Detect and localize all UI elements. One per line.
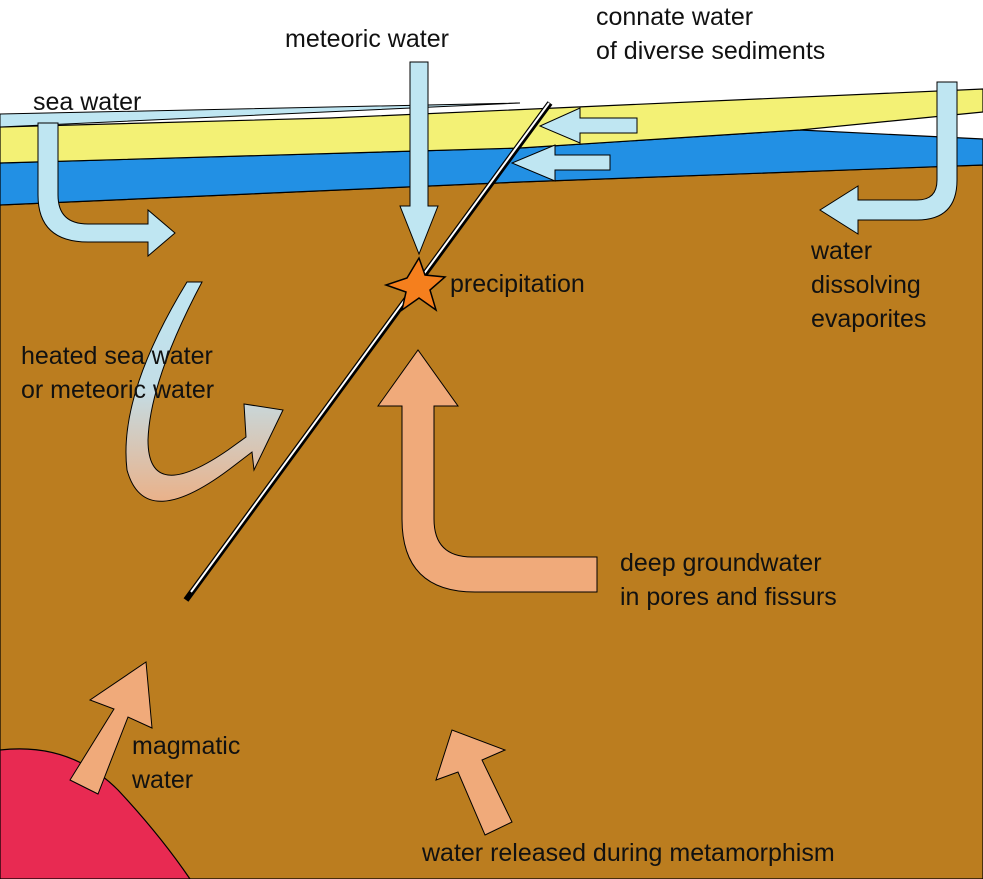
sediment-layer bbox=[0, 88, 983, 164]
label-precipitation: precipitation bbox=[450, 270, 585, 298]
magmatic-water-arrow-icon bbox=[69, 661, 153, 795]
connate-water-arrow-lower-icon bbox=[510, 144, 611, 182]
label-sea-water: sea water bbox=[33, 88, 142, 116]
magma-body bbox=[0, 748, 191, 879]
deep-groundwater-arrow-icon bbox=[377, 349, 598, 593]
meteoric-water-arrow-icon bbox=[399, 61, 439, 256]
precipitation-star-icon bbox=[383, 256, 447, 312]
sea-layer bbox=[0, 102, 521, 128]
sea-water-arrow-icon bbox=[37, 122, 176, 258]
heated-water-arrow-icon bbox=[125, 281, 284, 502]
connate-water-arrow-upper-icon bbox=[538, 107, 638, 144]
label-meteoric-water: meteoric water bbox=[285, 25, 449, 53]
evaporite-water-arrow-icon bbox=[819, 81, 958, 235]
label-metamorphic-water: water released during metamorphism bbox=[422, 839, 835, 867]
